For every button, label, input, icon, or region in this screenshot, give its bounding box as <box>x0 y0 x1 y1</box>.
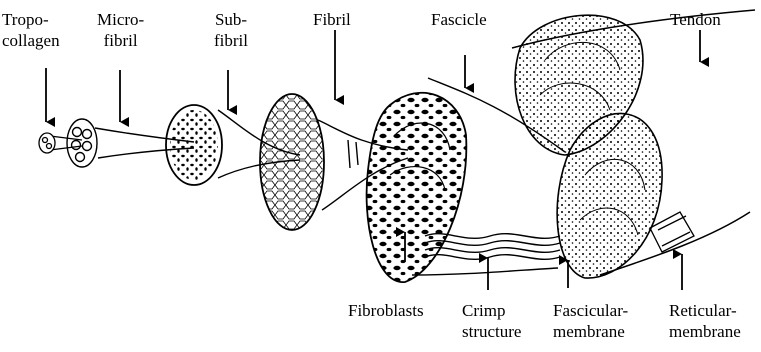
tropocollagen-label: Tropo- collagen <box>2 9 60 51</box>
fascicle-section <box>367 93 467 282</box>
fascicular-membrane-label: Fascicular- membrane <box>553 300 628 342</box>
crimp-structure-label: Crimp structure <box>462 300 521 342</box>
fibril-section <box>260 94 324 230</box>
subfibril-label: Sub- fibril <box>214 9 248 51</box>
subfibril-section <box>166 105 222 185</box>
microfibril-label: Micro- fibril <box>97 9 144 51</box>
fascicle-label: Fascicle <box>431 9 487 30</box>
tendon-label: Tendon <box>670 9 721 30</box>
reticular-membrane-band <box>650 212 694 252</box>
microfibril-section <box>67 119 97 167</box>
fibril-label: Fibril <box>313 9 351 30</box>
reticular-membrane-label: Reticular- membrane <box>669 300 741 342</box>
fibroblasts-label: Fibroblasts <box>348 300 424 321</box>
